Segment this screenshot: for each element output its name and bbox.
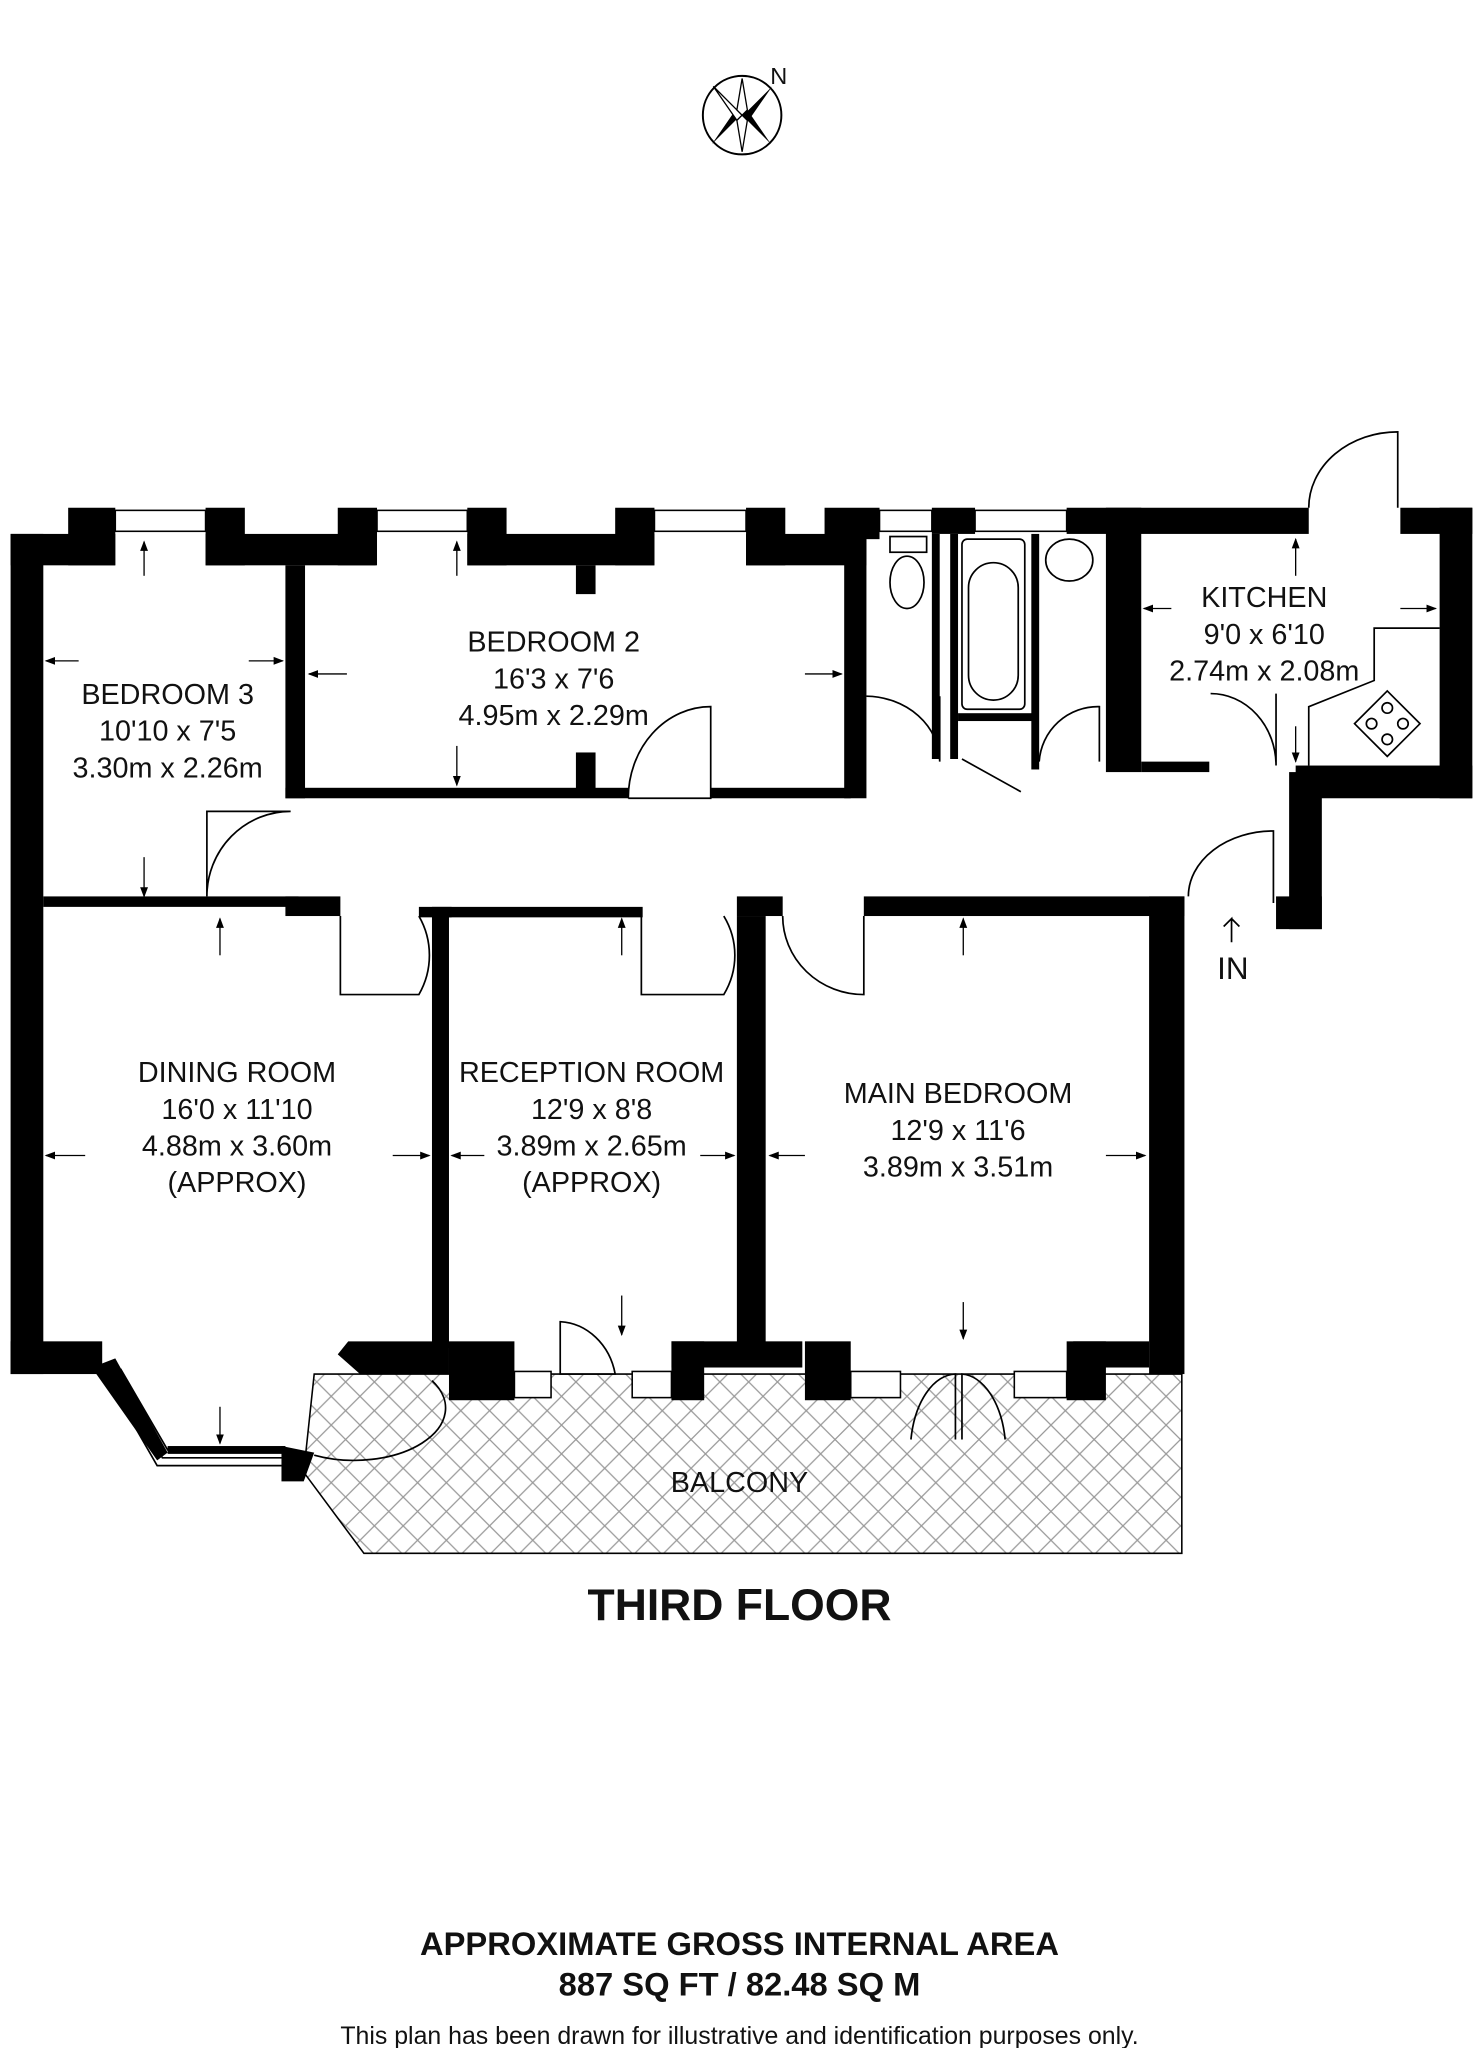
- room-note: (APPROX): [167, 1167, 306, 1199]
- room-metric: 3.30m x 2.26m: [72, 752, 262, 784]
- room-imperial: 12'9 x 8'8: [531, 1094, 652, 1126]
- room-name: BEDROOM 3: [81, 679, 254, 711]
- entrance-arrow-icon: [1223, 916, 1240, 943]
- floor-title: THIRD FLOOR: [588, 1581, 892, 1630]
- dimension-arrows: [44, 537, 1437, 1445]
- area-value: 887 SQ FT / 82.48 SQ M: [559, 1966, 921, 2003]
- room-dining-room: DINING ROOM 16'0 x 11'10 4.88m x 3.60m (…: [138, 1057, 336, 1199]
- compass-north-label: N: [770, 63, 787, 89]
- room-name: KITCHEN: [1201, 582, 1327, 614]
- walls: [10, 507, 1473, 1482]
- room-bedroom-2: BEDROOM 2 16'3 x 7'6 4.95m x 2.29m: [459, 627, 649, 732]
- disclaimer: This plan has been drawn for illustrativ…: [340, 2022, 1138, 2048]
- room-metric: 3.89m x 2.65m: [496, 1131, 686, 1163]
- compass-rose-icon: N: [701, 63, 787, 156]
- room-metric: 4.95m x 2.29m: [459, 700, 649, 732]
- room-kitchen: KITCHEN 9'0 x 6'10 2.74m x 2.08m: [1169, 582, 1359, 687]
- room-name: DINING ROOM: [138, 1057, 336, 1089]
- hob-icon: [1307, 627, 1440, 766]
- bathroom-fixtures: [889, 535, 1094, 711]
- room-balcony: BALCONY: [671, 1467, 808, 1499]
- balcony-area: [302, 1373, 1183, 1555]
- room-imperial: 9'0 x 6'10: [1204, 619, 1325, 651]
- room-name: RECEPTION ROOM: [459, 1057, 724, 1089]
- room-imperial: 16'0 x 11'10: [161, 1094, 312, 1126]
- room-imperial: 12'9 x 11'6: [890, 1115, 1025, 1147]
- room-reception-room: RECEPTION ROOM 12'9 x 8'8 3.89m x 2.65m …: [459, 1057, 724, 1199]
- room-metric: 4.88m x 3.60m: [142, 1131, 332, 1163]
- entrance-label: IN: [1217, 951, 1248, 986]
- room-name: MAIN BEDROOM: [844, 1078, 1073, 1110]
- room-note: (APPROX): [522, 1167, 661, 1199]
- room-metric: 3.89m x 3.51m: [863, 1151, 1053, 1183]
- room-imperial: 10'10 x 7'5: [99, 716, 236, 748]
- area-heading: APPROXIMATE GROSS INTERNAL AREA: [420, 1925, 1059, 1962]
- room-name: BEDROOM 2: [467, 627, 640, 659]
- doors: [206, 430, 1399, 1462]
- room-bedroom-3: BEDROOM 3 10'10 x 7'5 3.30m x 2.26m: [72, 679, 262, 784]
- room-metric: 2.74m x 2.08m: [1169, 655, 1359, 687]
- room-main-bedroom: MAIN BEDROOM 12'9 x 11'6 3.89m x 3.51m: [844, 1078, 1073, 1183]
- room-imperial: 16'3 x 7'6: [493, 663, 614, 695]
